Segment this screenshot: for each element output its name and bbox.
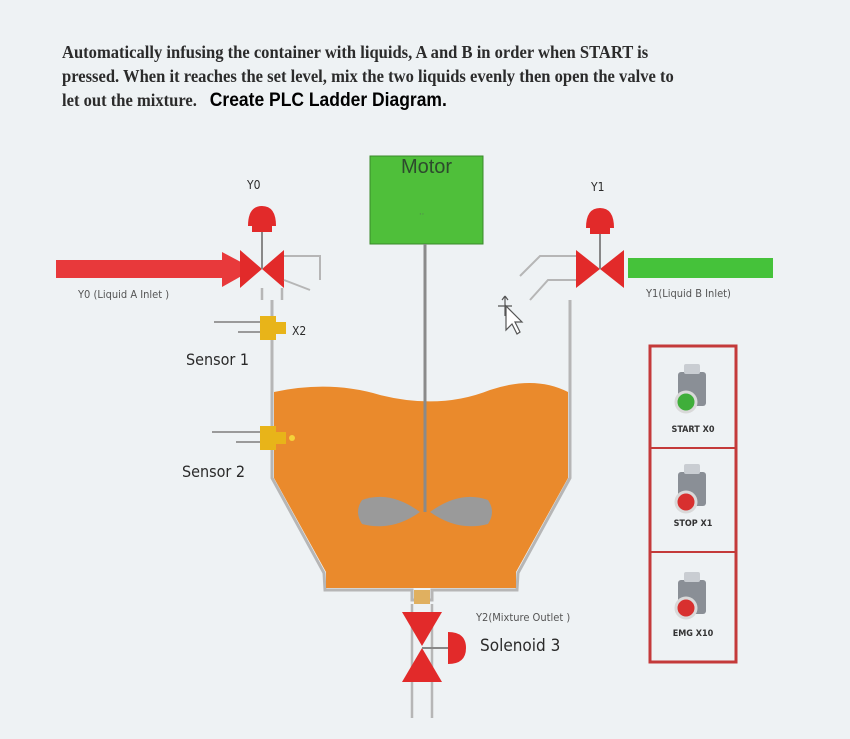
cursor-move-icon (498, 295, 524, 335)
solenoid-3-label: Solenoid 3 (480, 636, 561, 656)
y0-actuator-base (252, 226, 272, 232)
y0-actuator (248, 206, 276, 226)
task-heading: Create PLC Ladder Diagram. (209, 90, 447, 111)
impeller-left-blade (358, 496, 420, 527)
prompt-line-2: pressed. When it reaches the set level, … (62, 66, 674, 86)
sensor-1-bracket (214, 321, 262, 333)
y1-caption: Y1(Liquid B Inlet) (646, 287, 731, 300)
sensor-2-body (260, 426, 276, 450)
outlet-neck (414, 590, 430, 604)
prompt-line-3: let out the mixture. Create PLC Ladder Di… (62, 88, 724, 113)
liquid-a-arrow (222, 252, 254, 287)
sensor-2-label: Sensor 2 (182, 462, 246, 481)
liquid-b-pipe (628, 258, 773, 278)
y2-solenoid (448, 632, 466, 664)
button-panel (648, 344, 738, 664)
y2-valve-top (402, 612, 442, 646)
prompt-line-3-text: let out the mixture. (62, 90, 197, 110)
prompt-line-1: Automatically infusing the container wit… (62, 42, 649, 62)
y0-downpipe (260, 288, 284, 300)
start-button-icon (674, 364, 706, 414)
sensor-1-tip (276, 322, 286, 334)
mixture-liquid (274, 382, 568, 588)
y0-tag: Y0 (247, 178, 261, 192)
sensor-1-tag: X2 (292, 324, 307, 338)
sensor-2-tip (276, 432, 286, 444)
y1-pipe-lines (519, 255, 576, 301)
liquid-a-pipe (56, 260, 226, 278)
sensor-2-bracket (212, 431, 262, 443)
motor-sublabel: ·· (419, 210, 425, 220)
y0-caption: Y0 (Liquid A Inlet ) (78, 288, 170, 301)
start-button-label: START X0 (671, 425, 715, 435)
y0-pipe-lines (283, 255, 321, 291)
y1-valve-body-right (600, 250, 624, 288)
motor-label: Motor (400, 156, 453, 178)
problem-statement: Automatically infusing the container wit… (62, 40, 724, 113)
y1-actuator-base (590, 228, 610, 234)
y0-valve-body (240, 250, 262, 288)
sensor-2-light (289, 435, 295, 441)
y2-valve-bottom (402, 648, 442, 682)
emergency-button-icon (674, 572, 706, 620)
y2-caption: Y2(Mixture Outlet ) (476, 611, 571, 624)
sensor-1-body (260, 316, 276, 340)
stop-button-icon (674, 464, 706, 514)
sensor-1-label: Sensor 1 (186, 350, 250, 369)
y1-tag: Y1 (591, 180, 605, 194)
y1-valve-body (576, 250, 600, 288)
stop-button-label: STOP X1 (673, 519, 713, 529)
y0-valve-body-right (262, 250, 284, 288)
emergency-button-label: EMG X10 (672, 629, 714, 639)
y1-actuator (586, 208, 614, 228)
impeller-right-blade (430, 496, 492, 527)
